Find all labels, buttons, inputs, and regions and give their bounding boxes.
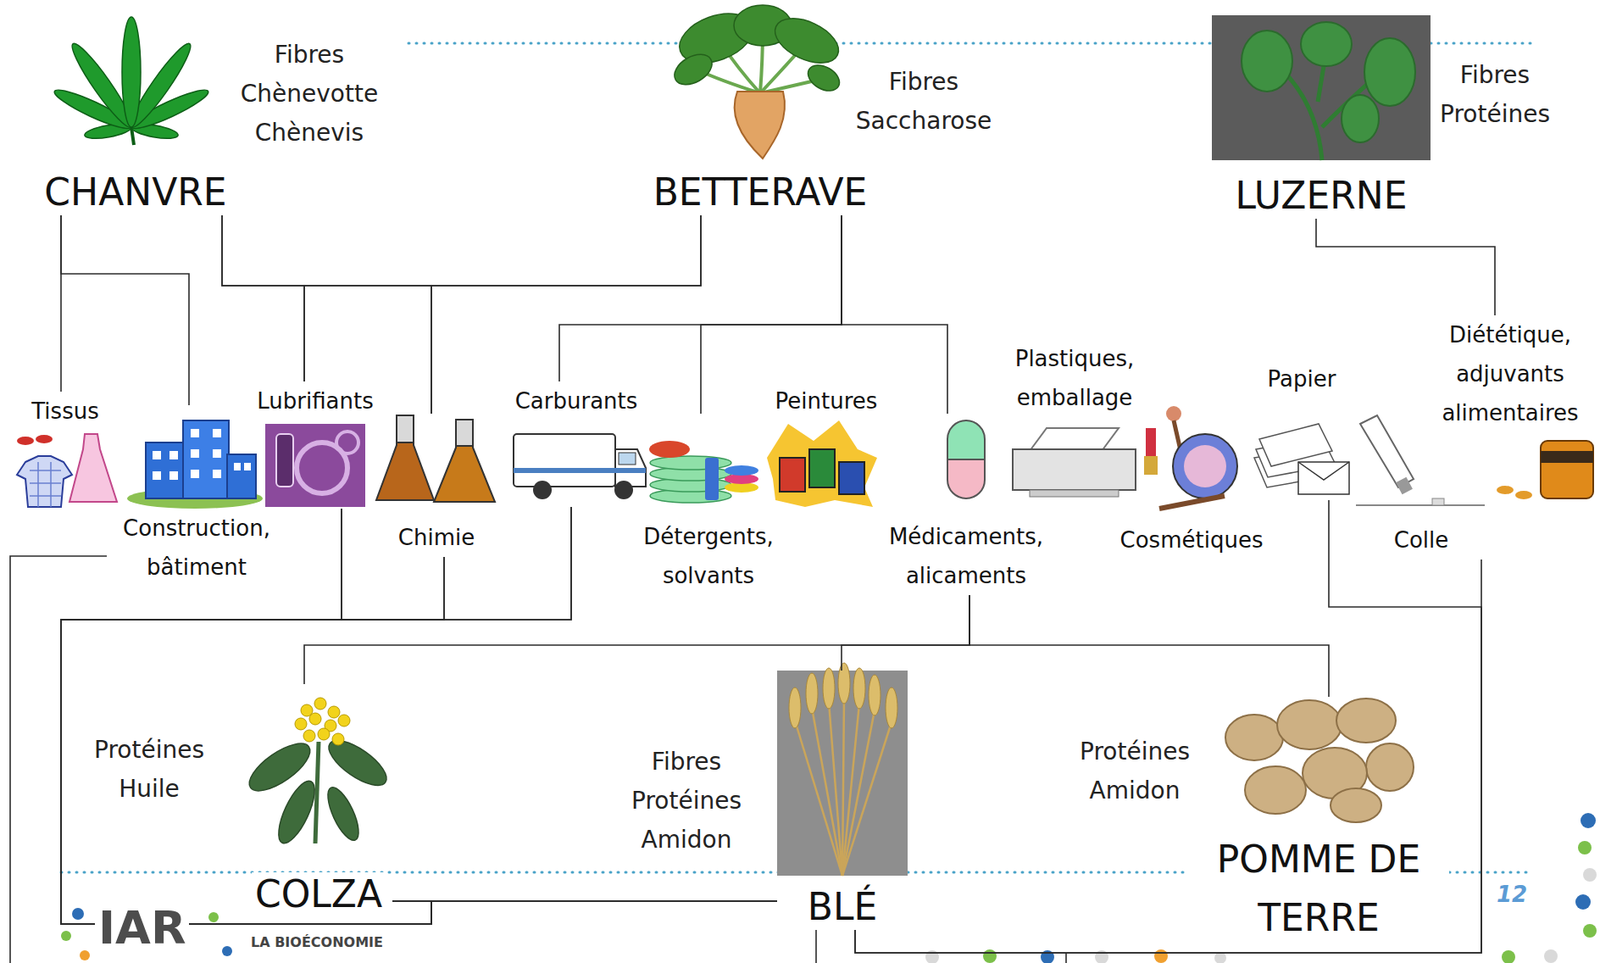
potato-picture <box>1225 698 1414 823</box>
crop-name: BLÉ <box>804 884 882 930</box>
use-label: Plastiques, emballage <box>1015 338 1135 417</box>
paper-icon <box>1254 423 1350 495</box>
use-label: Construction, bâtiment <box>122 508 271 587</box>
connector <box>969 594 1329 697</box>
use-label: Diététique, adjuvants alimentaires <box>1441 315 1578 433</box>
pill-icon <box>947 420 985 499</box>
lubricant-icon <box>265 423 366 507</box>
crop-name: LUZERNE <box>1232 173 1412 219</box>
crop-components: Fibres Chènevotte Chènevis <box>237 35 382 153</box>
wheat-photo <box>777 662 908 876</box>
alfalfa-photo <box>1211 15 1431 161</box>
use-label: Lubrifiants <box>256 381 373 421</box>
crop-node: BETTERAVEFibres Saccharose <box>641 5 879 216</box>
crop-node: COLZAProtéines Huile <box>244 683 393 917</box>
crop-components: Protéines Amidon <box>1076 732 1194 811</box>
crop-components: Fibres Protéines Amidon <box>627 742 745 860</box>
use-label: Médicaments, alicaments <box>888 516 1044 595</box>
use-label: Cosmétiques <box>1120 520 1264 560</box>
connector <box>61 508 432 924</box>
use-node: Détergents, solvants <box>638 413 778 595</box>
connector <box>304 594 970 684</box>
ambulance-icon <box>513 433 646 500</box>
clothes-icon <box>16 433 117 507</box>
hemp-leaf <box>51 16 212 145</box>
flask-icon <box>376 415 495 502</box>
use-node: Carburants <box>507 381 646 507</box>
paint-icon <box>766 420 878 507</box>
dishes-icon <box>649 440 759 503</box>
use-node: Papier <box>1252 359 1352 500</box>
use-node: Peintures <box>770 381 883 509</box>
connector <box>61 508 778 924</box>
use-label: Détergents, solvants <box>643 516 773 595</box>
crop-components: Fibres Saccharose <box>852 62 995 141</box>
connector <box>1316 218 1495 316</box>
jar-icon <box>1496 440 1594 500</box>
connector <box>61 556 445 924</box>
rapeseed-picture <box>242 697 394 848</box>
connector <box>304 215 701 382</box>
logo-text: IAR <box>94 905 189 951</box>
connector <box>855 559 1482 953</box>
connector <box>431 215 701 414</box>
glue-icon <box>1355 415 1485 506</box>
use-label: Peintures <box>775 381 878 421</box>
crop-components: Fibres Protéines <box>1436 55 1554 134</box>
connector <box>222 215 432 414</box>
use-node: Tissus <box>11 391 120 509</box>
crop-node: BLÉFibres Protéines Amidon <box>777 670 908 930</box>
use-node: Chimie <box>374 413 499 557</box>
beet-picture <box>669 4 846 159</box>
connector <box>61 506 778 924</box>
use-node: Médicaments, alicaments <box>884 413 1049 595</box>
use-node: Colle <box>1353 413 1489 560</box>
use-label: Chimie <box>398 517 475 557</box>
connector <box>61 215 189 406</box>
printer-icon <box>1012 427 1136 497</box>
connector <box>855 500 1482 953</box>
use-label: Colle <box>1394 520 1450 560</box>
connector <box>61 556 778 924</box>
use-node: Construction, bâtiment <box>118 405 275 587</box>
crop-name: POMME DE TERRE <box>1188 829 1450 947</box>
crop-node: POMME DE TERREProtéines Amidon <box>1183 696 1454 947</box>
page-number: 12 <box>1496 881 1528 908</box>
crop-name: COLZA <box>251 872 386 917</box>
building-icon <box>127 420 263 509</box>
decor-dots <box>925 812 1597 963</box>
crop-node: CHANVREFibres Chènevotte Chènevis <box>33 15 238 216</box>
use-label: Papier <box>1267 359 1337 399</box>
connector <box>700 215 842 414</box>
crop-node: LUZERNEFibres Protéines <box>1211 15 1431 219</box>
leader-stub <box>10 555 1067 963</box>
use-node: Diététique, adjuvants alimentaires <box>1437 315 1584 505</box>
connector <box>841 215 948 414</box>
connector <box>61 506 572 924</box>
use-node: Plastiques, emballage <box>1011 338 1139 502</box>
crop-name: BETTERAVE <box>650 170 872 216</box>
use-node: Lubrifiants <box>252 381 378 509</box>
use-label: Carburants <box>515 381 639 421</box>
use-node: Cosmétiques <box>1116 405 1268 560</box>
crop-components: Protéines Huile <box>90 730 208 809</box>
connector <box>222 215 305 382</box>
cosmetics-icon <box>1144 405 1238 509</box>
connector <box>841 594 970 671</box>
logo-tagline: LA BIOÉCONOMIE <box>250 933 384 950</box>
use-label: Tissus <box>31 391 99 431</box>
crop-name: CHANVRE <box>40 170 230 216</box>
